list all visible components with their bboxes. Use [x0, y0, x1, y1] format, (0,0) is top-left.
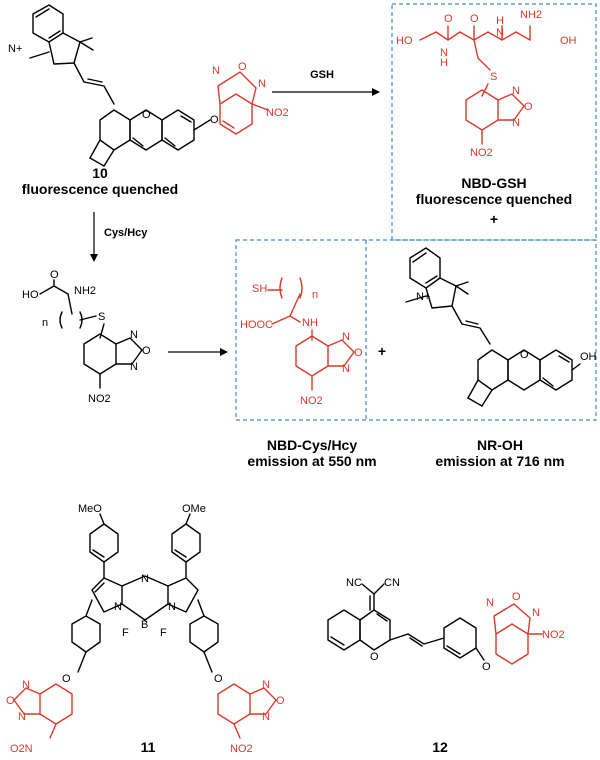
atom-n: N — [532, 607, 540, 619]
nbd-gsh-caption: fluorescence quenched — [416, 191, 572, 207]
atom-ho: HO — [22, 289, 39, 301]
reagent-gsh: GSH — [310, 69, 334, 81]
atom-o: O — [276, 695, 285, 707]
compound-10-nbd-group: N O N NO2 — [212, 61, 289, 135]
atom-cn: CN — [384, 577, 400, 589]
atom-nh: NH — [302, 317, 318, 329]
atom-o: O — [214, 673, 223, 685]
reagent-cys-hcy: Cys/Hcy — [104, 227, 148, 239]
atom-n: N — [258, 78, 266, 90]
nbd-cys-name: NBD-Cys/Hcy — [267, 437, 357, 453]
no2-label: NO2 — [470, 147, 493, 159]
atom-n: N — [141, 573, 149, 585]
atom-sh: SH — [252, 283, 267, 295]
atom-n: N — [440, 47, 448, 59]
atom-o: O — [354, 347, 363, 359]
compound-12-structure: NC CN O O — [327, 577, 491, 673]
no2-label: NO2 — [266, 107, 289, 119]
atom-o: O — [512, 591, 521, 603]
atom-n: N — [168, 601, 176, 613]
cys-hcy-arrowhead — [90, 254, 98, 262]
atom-n: N — [512, 117, 520, 129]
atom-o: O — [6, 695, 15, 707]
atom-b: B — [141, 619, 148, 631]
atom-nh2: NH2 — [74, 285, 96, 297]
plus-sign-products: + — [378, 343, 386, 359]
atom-oh: OH — [560, 35, 577, 47]
compound-11-nbd-right: N O N NO2 — [217, 679, 285, 755]
atom-n: N — [114, 601, 122, 613]
atom-n: N — [496, 27, 504, 39]
atom-o: O — [50, 269, 59, 281]
nr-oh-caption: emission at 716 nm — [435, 453, 564, 469]
atom-o: O — [524, 101, 533, 113]
atom-n: N — [512, 85, 520, 97]
compound-11-nbd-left: N O N O2N — [6, 679, 73, 755]
intermediate-structure: O HO NH2 n S N O N NO2 — [22, 269, 151, 405]
nbd-cys-caption: emission at 550 nm — [247, 453, 376, 469]
no2-label: NO2 — [88, 393, 111, 405]
nr-oh-structure: N+ O OH — [405, 247, 597, 407]
atom-nc: NC — [346, 577, 362, 589]
gsh-arrowhead — [372, 88, 380, 96]
compound-10-structure — [29, 4, 211, 167]
compound-11-structure: MeO OMe N N N B F F O O — [62, 503, 223, 685]
nbd-cys-structure: SH n HOOC NH N O N NO2 — [240, 277, 363, 407]
compound-11-number: 11 — [141, 739, 156, 755]
atom-o: O — [370, 651, 379, 663]
atom-o: O — [520, 349, 529, 361]
atom-n: N — [342, 331, 350, 343]
atom-n: N — [262, 679, 270, 691]
atom-oh: OH — [580, 351, 597, 363]
nbd-gsh-structure: HO O O H N N H NH2 OH S N O N NO2 — [396, 9, 577, 159]
products-frame — [235, 239, 597, 421]
atom-o: O — [482, 661, 491, 673]
atom-meo: MeO — [78, 503, 102, 515]
compound-12-nbd-group: N O N NO2 — [486, 591, 565, 665]
atom-n: N — [486, 597, 494, 609]
o2n-label: O2N — [10, 743, 33, 755]
atom-n: N — [262, 711, 270, 723]
atom-o: O — [470, 13, 479, 25]
atom-n: N — [130, 329, 138, 341]
compound-10-atoms: N+ O O — [8, 43, 219, 126]
compound-10-number: 10 — [92, 165, 108, 181]
atom-nh2: NH2 — [520, 9, 542, 21]
atom-n-plus: N+ — [416, 291, 430, 303]
atom-n: N — [342, 363, 350, 375]
no2-label: NO2 — [300, 395, 323, 407]
atom-hooc: HOOC — [240, 319, 273, 331]
atom-ho: HO — [396, 35, 413, 47]
atom-ether-o: O — [210, 114, 219, 126]
nr-oh-name: NR-OH — [477, 437, 523, 453]
atom-f: F — [160, 627, 167, 639]
atom-s: S — [98, 311, 105, 323]
compound-10-caption: fluorescence quenched — [22, 181, 178, 197]
compound-12-number: 12 — [432, 739, 448, 755]
atom-n-plus: N+ — [8, 43, 22, 55]
atom-o: O — [238, 61, 247, 73]
atom-h: H — [440, 57, 448, 69]
atom-o: O — [142, 345, 151, 357]
atom-f: F — [122, 627, 129, 639]
nbd-gsh-frame — [391, 3, 597, 241]
product-arrowhead — [220, 348, 228, 356]
atom-n: N — [130, 361, 138, 373]
no2-label: NO2 — [230, 743, 253, 755]
atom-n: N — [212, 65, 220, 77]
no2-label: NO2 — [542, 629, 565, 641]
atom-n: N — [22, 679, 30, 691]
atom-o: O — [62, 673, 71, 685]
atom-h: H — [496, 15, 504, 27]
n-subscript: n — [312, 289, 318, 301]
atom-s: S — [490, 71, 497, 83]
atom-xanthene-o: O — [142, 109, 151, 121]
atom-ome: OMe — [182, 503, 206, 515]
nbd-gsh-name: NBD-GSH — [461, 175, 526, 191]
atom-o: O — [444, 13, 453, 25]
atom-n: N — [18, 711, 26, 723]
n-subscript: n — [42, 317, 48, 329]
plus-sign-top: + — [490, 211, 498, 227]
